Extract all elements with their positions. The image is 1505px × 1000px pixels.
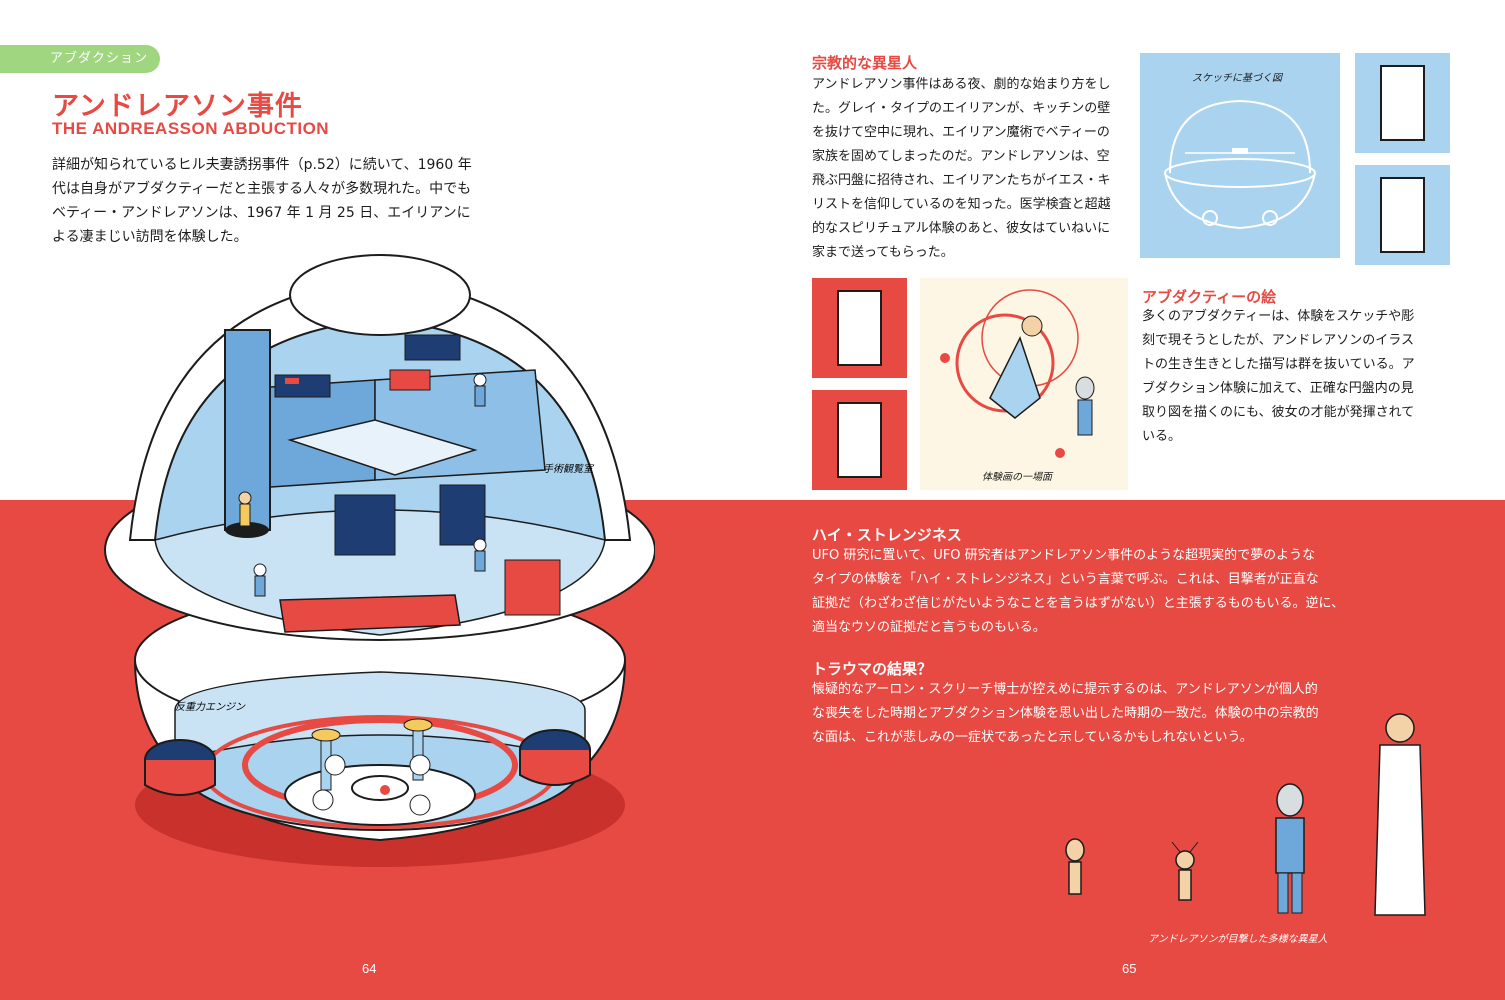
antenna-alien [1171,841,1199,901]
side-vent-left [144,739,216,796]
small-alien [1065,838,1085,895]
trauma-heading: トラウマの結果？ [812,660,933,678]
side-vent-right [519,729,591,786]
body-line: トの生き生きとした描写は群を抜いている。ア [1142,357,1415,372]
alien-lineup [1065,713,1426,916]
body-line: 多くのアブダクティーは、体験をスケッチや彫 [1142,309,1415,324]
body-line: UFO 研究に置いて、UFO 研究者はアンドレアソン事件のような超現実的で夢のよ… [812,548,1316,563]
red-seats [389,369,431,391]
high-strangeness-body: UFO 研究に置いて、UFO 研究者はアンドレアソン事件のような超現実的で夢のよ… [812,544,1372,640]
body-line: 刻で現そうとしたが、アンドレアソンのイラス [1142,333,1414,348]
body-line: 取り図を描くのにも、彼女の才能が発揮されて [1142,405,1415,420]
sketch-thumb-1 [1355,53,1450,153]
console-left [274,374,331,398]
intro-line: 代は自身がアブダクティーだと主張する人々が多数現れた。中でも [52,181,472,197]
blueprint-saucer [1164,99,1316,230]
scene-illustration [940,289,1095,458]
dome-cap [289,254,471,336]
blueprint-caption: スケッチに基づく図 [1192,73,1282,84]
art-body: 多くのアブダクティーは、体験をスケッチや彫 刻で現そうとしたが、アンドレアソンの… [1142,305,1432,449]
page-title: アンドレアソン事件 [52,91,303,122]
engine-thrusters [311,718,433,816]
alien-figures [253,373,487,597]
scene-panel: 体験画の一場面 [920,278,1128,490]
body-line: を抜けて空中に現れ、エイリアン魔術でベティーの [812,125,1110,140]
trauma-body: 懐疑的なアーロン・スクリーチ博士が控えめに提示するのは、アンドレアソンが個人的 … [812,678,1372,750]
body-line: な面は、これが悲しみの一症状であったと示しているかもしれないという。 [812,730,1253,745]
intro-line: 詳細が知られているヒル夫妻誘拐事件（p.52）に続いて、1960 年 [52,157,472,173]
body-line: いる。 [1142,429,1182,444]
body-line: 飛ぶ円盤に招待され、エイリアンたちがイエス・キ [812,173,1111,188]
body-line: な喪失をした時期とアブダクション体験を思い出した時期の一致だ。体験の中の宗教的 [812,706,1319,721]
scene-caption: 体験画の一場面 [982,472,1052,483]
high-strangeness-heading: ハイ・ストレンジネス [812,526,962,544]
intro-line: よる凄まじい訪問を体験した。 [52,229,248,245]
red-counter [279,594,461,633]
intro-paragraph: 詳細が知られているヒル夫妻誘拐事件（p.52）に続いて、1960 年 代は自身が… [52,153,477,249]
section-tag: アブダクション [0,45,160,73]
ufo-cutaway-illustration: 反重力エンジン 手術観覧室 [104,254,655,867]
engine-label: 反重力エンジン [175,701,246,713]
religious-body: アンドレアソン事件はある夜、劇的な始まり方をし た。グレイ・タイプのエイリアンが… [812,73,1132,265]
red-sketch-thumb-2 [812,390,907,490]
body-line: 適当なウソの証拠だと言うものもいる。 [812,620,1046,635]
intro-line: ベティー・アンドレアソンは、1967 年 1 月 25 日、エイリアンに [52,205,471,221]
body-line: 家族を固めてしまったのだ。アンドレアソンは、空 [812,149,1110,164]
engine-core-light [380,785,390,795]
betty-figure [238,491,252,527]
grey-alien [1275,783,1305,914]
body-line: 家まで送ってもらった。 [812,245,954,260]
body-line: 懐疑的なアーロン・スクリーチ博士が控えめに提示するのは、アンドレアソンが個人的 [812,682,1318,697]
body-line: ブダクション体験に加えて、正確な円盤内の見 [1142,381,1414,396]
red-sketch-thumb-1 [812,278,907,378]
red-cabinet [504,559,561,616]
body-line: アンドレアソン事件はある夜、劇的な始まり方をし [812,77,1111,92]
art-heading: アブダクティーの絵 [1142,288,1277,306]
body-line: 的なスピリチュアル体験のあと、彼女はていねいに [812,221,1111,236]
wall-panel-left [334,494,396,556]
body-line: リストを信仰しているのを知った。医学検査と超越 [812,197,1111,212]
engine-core-hole [351,775,409,801]
page-number-right: 65 [1122,961,1137,976]
surgery-room-label: 手術観覧室 [543,463,595,475]
body-line: タイプの体験を「ハイ・ストレンジネス」という言葉で呼ぶ。これは、目撃者が正直な [812,572,1319,587]
page-subtitle: THE ANDREASSON ABDUCTION [52,119,330,138]
nordic-alien [1374,713,1426,916]
elevator-pad [225,522,269,538]
central-column [224,329,271,531]
console-right [404,334,461,361]
surgery-room [287,419,478,476]
body-line: 証拠だ（わざわざ信じがたいようなことを言うはずがない）と主張するものもいる。逆に… [812,596,1345,611]
page-number-left: 64 [362,961,377,976]
blueprint-panel: スケッチに基づく図 [1140,53,1340,258]
body-line: た。グレイ・タイプのエイリアンが、キッチンの壁 [812,101,1111,116]
religious-heading: 宗教的な異星人 [812,54,918,72]
console-light [285,378,299,384]
aliens-caption: アンドレアソンが目撃した多様な異星人 [1148,934,1328,945]
sketch-thumb-2 [1355,165,1450,265]
wall-panel-right [439,484,486,546]
